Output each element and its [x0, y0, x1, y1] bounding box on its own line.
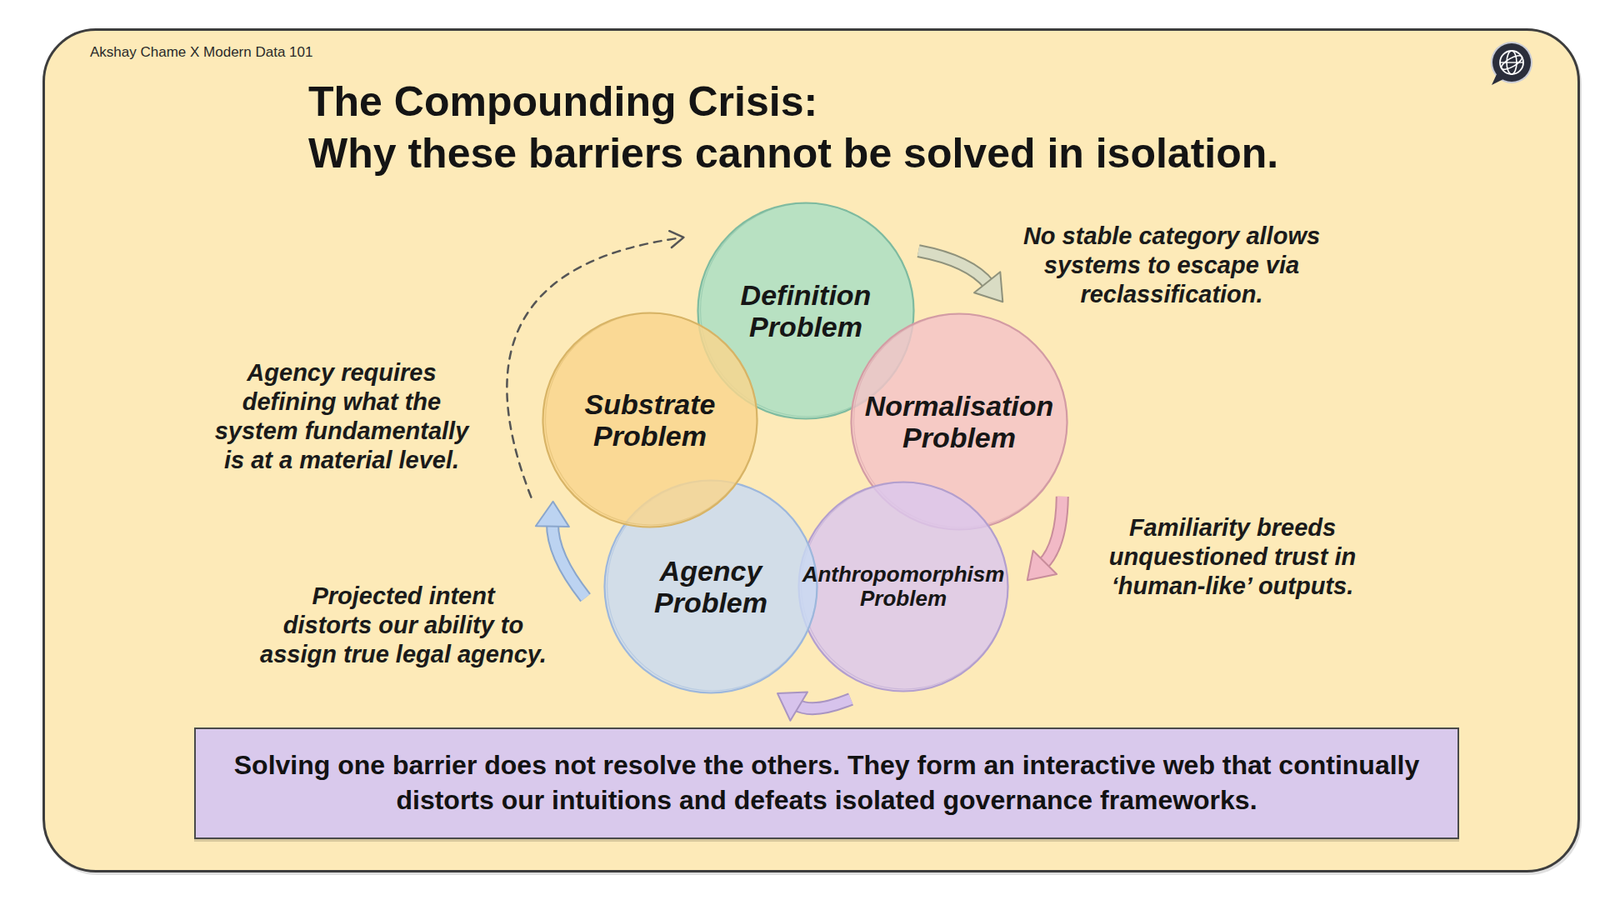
arrow-shaft-outline — [552, 523, 586, 599]
circle-label: Definition Problem — [714, 279, 898, 343]
logo-equator — [1500, 61, 1524, 63]
arrow-head — [974, 271, 1003, 302]
callout-note: Familiarity breeds unquestioned trust in… — [1095, 513, 1370, 601]
dashed-cycle-arrow — [506, 230, 684, 497]
circle-sketch — [545, 313, 758, 525]
logo-orbit — [1499, 53, 1524, 73]
arrow-shaft-outline — [918, 250, 990, 285]
problem-circle: Substrate Problem — [541, 311, 759, 529]
arrow-shaft-outline — [795, 699, 851, 709]
arrow-shaft — [795, 699, 851, 709]
arrow-shaft — [506, 238, 680, 498]
arrow-head — [1027, 550, 1057, 580]
arrow-shaft — [918, 250, 990, 285]
problem-circle: Anthropomorphism Problem — [797, 480, 1010, 693]
cycle-arrow — [535, 501, 586, 599]
arrow-shaft — [552, 523, 586, 599]
summary-band: Solving one barrier does not resolve the… — [194, 727, 1460, 840]
callout-note: No stable category allows systems to esc… — [1005, 221, 1339, 310]
circle-label: Anthropomorphism Problem — [794, 562, 1013, 611]
circle-label: Substrate Problem — [566, 388, 734, 452]
cycle-arrow — [777, 691, 851, 720]
logo-icon — [1486, 40, 1535, 89]
callout-note: Agency requires defining what the system… — [205, 358, 478, 475]
callout-note: Projected intent distorts our ability to… — [250, 581, 556, 670]
author-credit: Akshay Chame X Modern Data 101 — [90, 43, 590, 62]
logo-tail — [1491, 74, 1505, 85]
circle-label: Agency Problem — [627, 555, 795, 619]
arrow-head — [669, 230, 684, 248]
diagram-title: The Compounding Crisis: Why these barrie… — [308, 75, 1359, 180]
title-wrap-spacer — [858, 75, 1359, 128]
arrow-head — [777, 691, 808, 720]
arrow-head — [535, 501, 570, 527]
arrow-shaft-outline — [1042, 496, 1063, 565]
circle-fill — [543, 313, 758, 528]
band-text: Solving one barrier does not resolve the… — [226, 748, 1427, 818]
wrap-spacer — [250, 581, 285, 611]
logo-globe — [1500, 50, 1524, 75]
cycle-arrow — [1027, 496, 1063, 580]
cycle-arrow — [918, 250, 1003, 302]
arrow-shaft — [1042, 496, 1063, 565]
circle-label: Normalisation Problem — [859, 390, 1060, 454]
wrap-spacer — [522, 581, 556, 611]
